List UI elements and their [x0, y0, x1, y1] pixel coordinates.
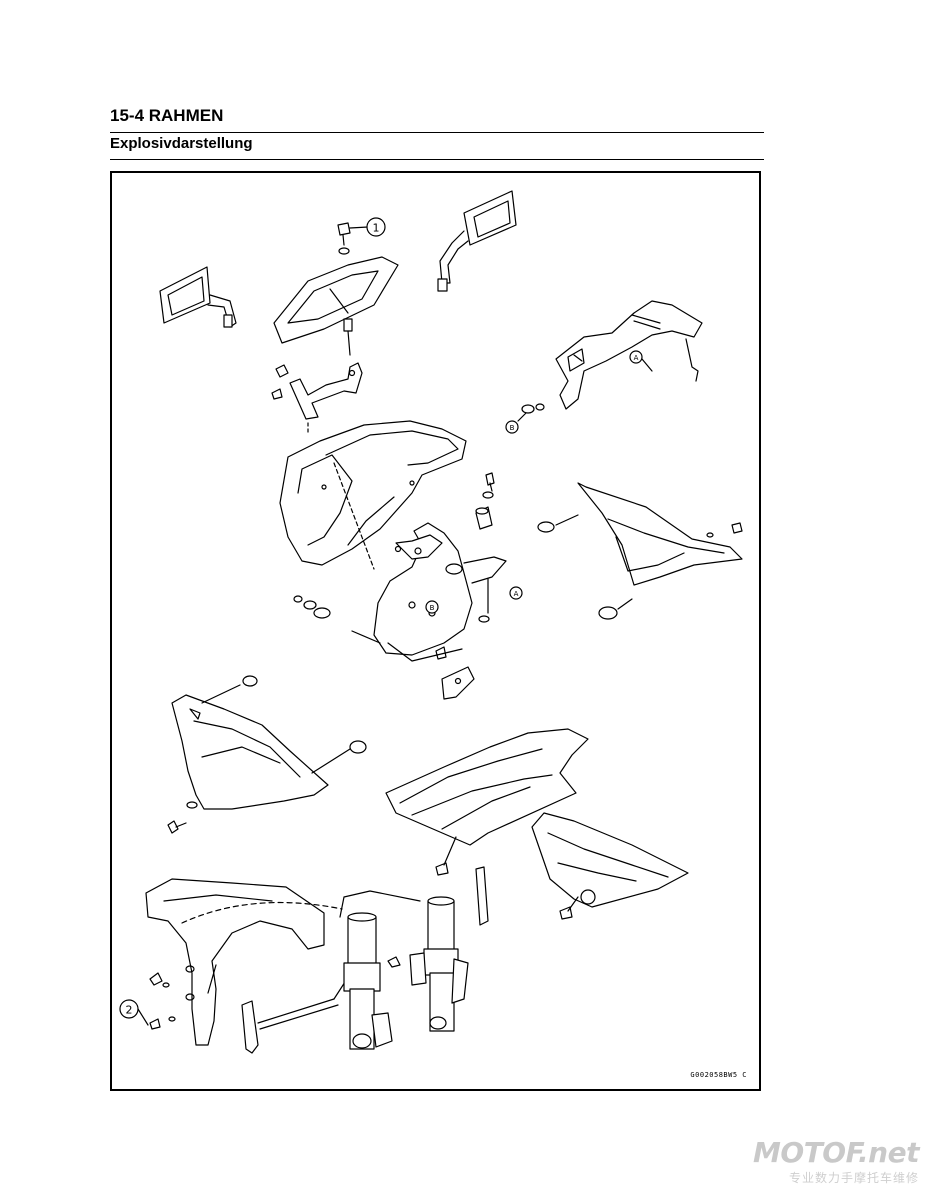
watermark: MOTOF.net 专业数力手摩托车维修: [753, 1136, 919, 1186]
chain-cover: [531, 812, 689, 920]
stay-fasteners: [293, 472, 495, 700]
ref-mark-a-upper: A: [629, 350, 643, 364]
bolt-1: [337, 222, 369, 255]
callout-2-label: 2: [126, 1004, 133, 1017]
right-mirror: [437, 190, 517, 292]
side-bracket-right: [521, 300, 703, 414]
ref-mark-b-lower: B: [425, 600, 439, 614]
fairing-stay: [351, 522, 507, 662]
ref-mark-b-upper-label: B: [510, 424, 515, 432]
leader-b-upper: [517, 412, 527, 422]
upper-fairing: [279, 420, 467, 570]
front-bracket: [271, 362, 363, 436]
section-rule: [110, 159, 764, 160]
callout-2: 2: [119, 999, 139, 1019]
front-fork-right: [387, 896, 469, 1032]
section-title: Explosivdarstellung: [110, 135, 253, 152]
inner-panel-right: [537, 482, 743, 620]
front-fender: [137, 878, 325, 1046]
watermark-logo: MOTOF.net: [753, 1136, 919, 1169]
left-mirror: [159, 266, 237, 328]
figure-code: G002058BW5 C: [690, 1071, 747, 1079]
callout-1: 1: [366, 217, 386, 237]
callout-1-label: 1: [373, 222, 380, 235]
leader-a-upper: [641, 358, 653, 372]
watermark-tagline: 专业数力手摩托车维修: [788, 1171, 919, 1185]
rear-cover: [385, 728, 589, 876]
ref-mark-a-lower-label: A: [514, 590, 519, 598]
leader-fender-fork: [181, 901, 343, 924]
ref-mark-b-lower-label: B: [430, 604, 435, 612]
ref-mark-a-upper-label: A: [634, 354, 639, 362]
ref-mark-a-lower: A: [509, 586, 523, 600]
meter-cover: [273, 256, 399, 356]
side-fairing-left: [167, 675, 367, 834]
page-title: 15-4 RAHMEN: [110, 106, 224, 125]
ref-mark-b-upper: B: [505, 420, 519, 434]
title-rule: [110, 132, 764, 133]
fender-brace: [241, 866, 489, 1054]
front-fork-left: [339, 890, 421, 1050]
exploded-view-figure: 1: [110, 171, 761, 1091]
